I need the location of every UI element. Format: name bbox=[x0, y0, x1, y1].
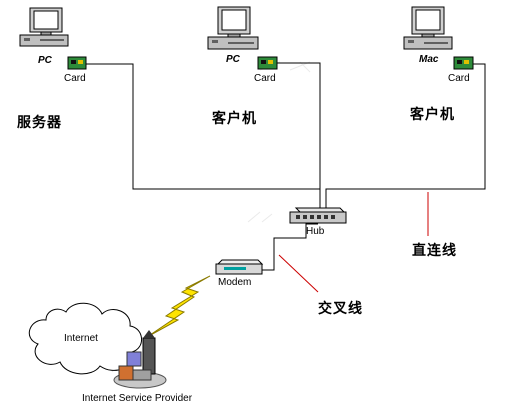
crossover-cable-label: 交叉线 bbox=[318, 301, 363, 317]
client1-cable bbox=[277, 62, 321, 189]
client2-nic-card bbox=[453, 56, 474, 70]
client1-role-label: 客户机 bbox=[212, 111, 257, 127]
modem-device bbox=[215, 259, 264, 275]
client1-card-label: Card bbox=[254, 73, 276, 84]
client2-os-label: Mac bbox=[419, 54, 439, 65]
crossover-cable bbox=[258, 223, 318, 271]
server-card-label: Card bbox=[64, 73, 86, 84]
server-os-label: PC bbox=[38, 55, 52, 66]
crossover-cable-pointer bbox=[278, 254, 319, 293]
client2-role-label: 客户机 bbox=[410, 107, 455, 123]
isp-label: Internet Service Provider bbox=[82, 393, 193, 404]
modem-label: Modem bbox=[218, 277, 252, 288]
network-cables bbox=[86, 62, 486, 271]
client1-os-label: PC bbox=[226, 54, 240, 65]
server-computer bbox=[19, 7, 69, 47]
server-nic-card bbox=[67, 56, 87, 70]
client1-computer bbox=[207, 6, 259, 50]
internet-label: Internet bbox=[64, 333, 98, 344]
lightning-bolt bbox=[146, 275, 211, 338]
hub-label: Hub bbox=[306, 226, 325, 237]
client1-nic-card bbox=[257, 56, 278, 70]
isp-server bbox=[113, 330, 167, 389]
server-cable bbox=[86, 63, 321, 210]
hub-device bbox=[289, 207, 347, 224]
server-role-label: 服务器 bbox=[17, 115, 62, 131]
client2-computer bbox=[403, 6, 453, 50]
straight-cable-label: 直连线 bbox=[412, 243, 457, 259]
client2-cable bbox=[325, 63, 486, 210]
client2-card-label: Card bbox=[448, 73, 470, 84]
